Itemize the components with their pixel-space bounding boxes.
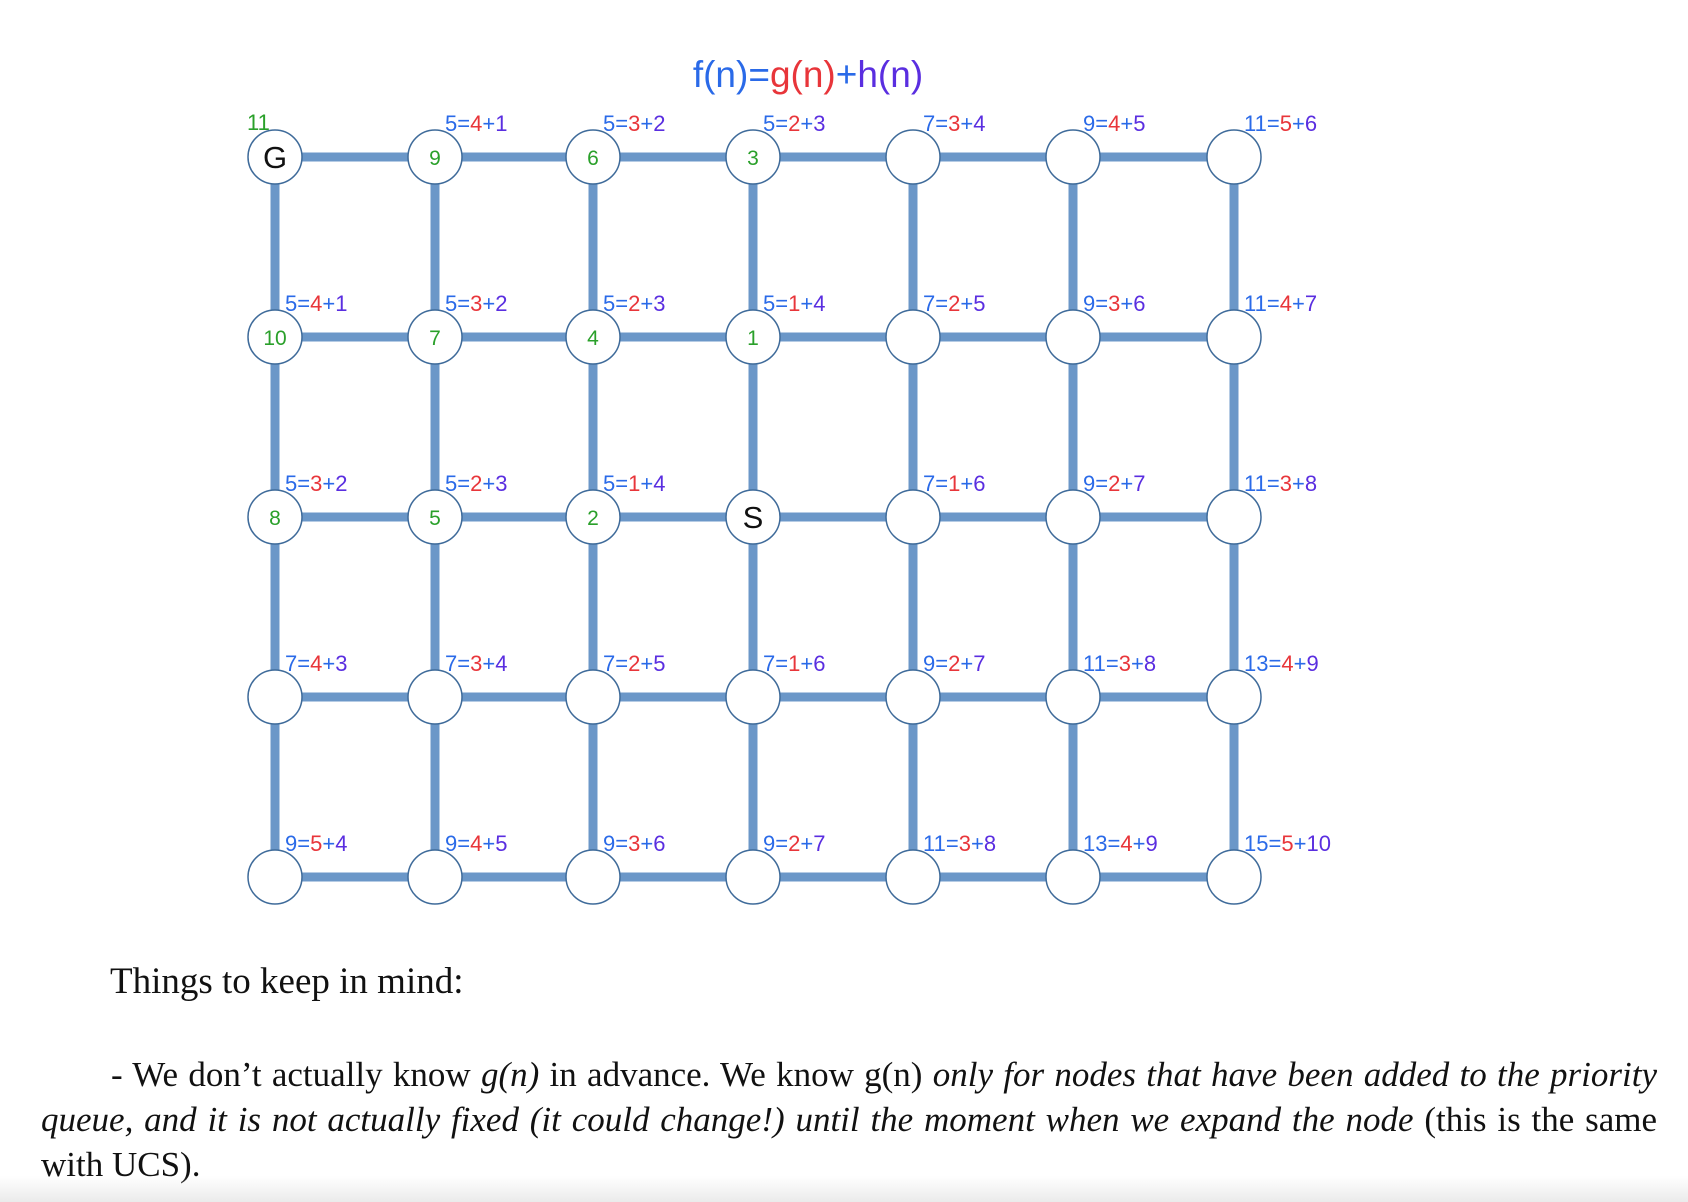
grid-edges: [270, 152, 1239, 882]
cost-label: 5=4+1: [285, 291, 347, 316]
cost-label: 13=4+9: [1083, 831, 1158, 856]
cost-label: 11=4+7: [1244, 291, 1317, 316]
notes-gn: g(n): [480, 1055, 540, 1094]
grid-node: [1206, 669, 1262, 725]
node-expansion-order: 2: [587, 507, 599, 530]
node-expansion-order: 9: [429, 147, 441, 170]
page-fade: [0, 1176, 1688, 1202]
node-expansion-order: 3: [747, 147, 759, 170]
goal-node-label: G: [263, 140, 287, 175]
node-expansion-order: 5: [429, 507, 441, 530]
grid-node: [725, 669, 781, 725]
node-expansion-order: 10: [263, 327, 286, 350]
cost-label: 7=1+6: [923, 471, 985, 496]
grid-node: [1206, 309, 1262, 365]
notes-text: in advance. We know g(n): [539, 1055, 933, 1094]
grid-node: [725, 129, 781, 185]
grid-node: [247, 129, 303, 185]
grid-node: [247, 669, 303, 725]
cost-label: 5=1+4: [763, 291, 825, 316]
notes-heading: Things to keep in mind:: [110, 961, 464, 1002]
cost-label: 5=3+2: [603, 111, 665, 136]
formula-title: f(n)=g(n)+h(n): [693, 54, 923, 95]
cost-label: 9=3+6: [1083, 291, 1145, 316]
cost-label: 5=2+3: [763, 111, 825, 136]
grid-node: [407, 129, 463, 185]
grid-node: [247, 309, 303, 365]
grid-nodes: G 9 6 3 10 7 4 1 8 5 2 S: [247, 129, 1262, 905]
cost-label: 9=4+5: [445, 831, 507, 856]
cost-label: 9=2+7: [923, 651, 985, 676]
grid-node: [1206, 849, 1262, 905]
grid-node: [1045, 309, 1101, 365]
cost-label: 7=2+5: [603, 651, 665, 676]
node-expansion-order: 1: [747, 327, 759, 350]
cost-label: 13=4+9: [1244, 651, 1319, 676]
grid-node: [565, 669, 621, 725]
grid-node: [407, 669, 463, 725]
cost-label: 5=1+4: [603, 471, 665, 496]
cost-label: 9=2+7: [1083, 471, 1145, 496]
grid-node: [725, 309, 781, 365]
cost-label: 11=5+6: [1244, 111, 1317, 136]
grid-node: [725, 849, 781, 905]
notes-paragraph: - We don’t actually know g(n) in advance…: [41, 1052, 1657, 1187]
grid-node: [885, 489, 941, 545]
node-expansion-order: 8: [269, 507, 281, 530]
grid-node: [565, 129, 621, 185]
cost-label: 5=3+2: [445, 291, 507, 316]
cost-label: 7=3+4: [445, 651, 507, 676]
grid-node: [407, 309, 463, 365]
astar-grid-diagram: G 9 6 3 10 7 4 1 8 5 2 S 5=4+1 5=3+2 5=2+3 7=3+4 9=4+5 1…: [247, 54, 1331, 905]
grid-node: [885, 849, 941, 905]
cost-label: 5=3+2: [285, 471, 347, 496]
cost-label: 11=3+8: [1244, 471, 1317, 496]
grid-node: [1206, 489, 1262, 545]
start-node-label: S: [743, 500, 764, 535]
grid-node: [885, 669, 941, 725]
cost-label: 5=4+1: [445, 111, 507, 136]
cost-label: 9=4+5: [1083, 111, 1145, 136]
cost-labels: 5=4+1 5=3+2 5=2+3 7=3+4 9=4+5 11=5+6 5=4+1 5=3+…: [285, 111, 1331, 856]
node-expansion-order: 6: [587, 147, 599, 170]
grid-node: [407, 489, 463, 545]
grid-node: [565, 489, 621, 545]
notes-emphasis: only for nodes that have been added to t…: [41, 1055, 1657, 1139]
grid-node: [725, 489, 781, 545]
grid-node: [1045, 489, 1101, 545]
cost-label: 7=3+4: [923, 111, 985, 136]
cost-label: 5=2+3: [445, 471, 507, 496]
cost-label: 7=2+5: [923, 291, 985, 316]
grid-node: [885, 309, 941, 365]
grid-node: [407, 849, 463, 905]
cost-label: 11=3+8: [1083, 651, 1156, 676]
notes-text: - We don’t actually know: [111, 1055, 481, 1094]
cost-label: 9=5+4: [285, 831, 347, 856]
grid-node: [247, 489, 303, 545]
grid-node: [885, 129, 941, 185]
cost-label: 7=4+3: [285, 651, 347, 676]
grid-node: [247, 849, 303, 905]
cost-label: 9=2+7: [763, 831, 825, 856]
node-expansion-order: 7: [429, 327, 441, 350]
cost-label: 7=1+6: [763, 651, 825, 676]
cost-label: 9=3+6: [603, 831, 665, 856]
cost-label: 15=5+10: [1244, 831, 1331, 856]
grid-node: [565, 849, 621, 905]
cost-label: 5=2+3: [603, 291, 665, 316]
grid-node: [1045, 849, 1101, 905]
grid-node: [1206, 129, 1262, 185]
grid-node: [565, 309, 621, 365]
grid-node: [1045, 129, 1101, 185]
node-expansion-order: 4: [587, 327, 599, 350]
cost-label: 11=3+8: [923, 831, 996, 856]
goal-expansion-order-label: 11: [247, 110, 270, 135]
grid-node: [1045, 669, 1101, 725]
